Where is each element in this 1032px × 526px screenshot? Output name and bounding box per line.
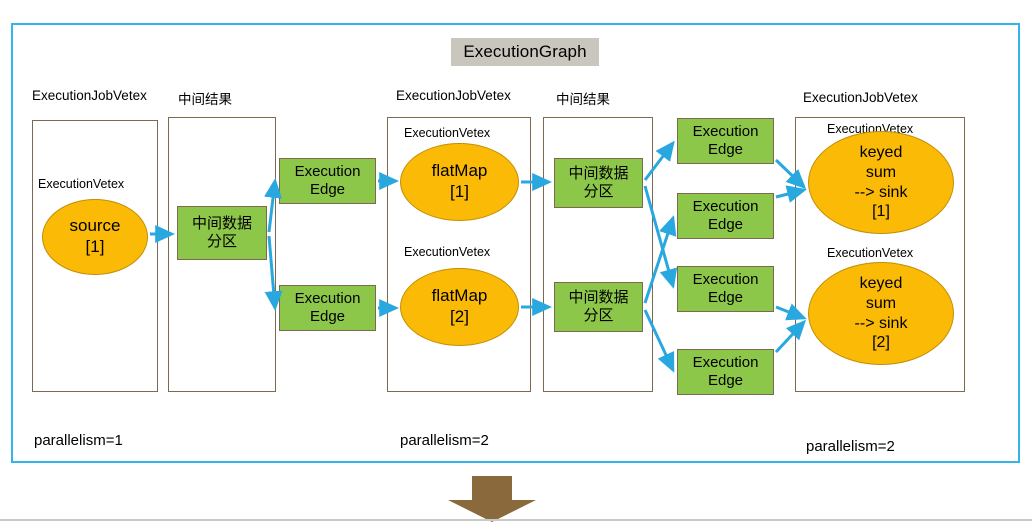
edge-2-line2: Edge [309,308,346,325]
column-caption-3: ExecutionJobVetex [396,88,511,103]
column-caption-2: 中间结果 [178,92,232,107]
vertex-caption-source: ExecutionVetex [38,177,125,191]
vertex-source-line1: source [69,216,121,236]
partition-3-line1: 中间数据 [568,289,629,306]
vertex-source-line2: [1] [85,237,105,256]
execution-edge-2[interactable]: Execution Edge [279,285,376,331]
vertex-flatmap2-line1: flatMap [431,286,488,306]
vertex-sink2-line1: keyed [859,275,903,293]
parallelism-label-1: parallelism=1 [34,432,123,449]
execution-vertex-flatmap-2[interactable]: flatMap [2] [400,268,519,346]
execution-edge-3[interactable]: Execution Edge [677,118,774,164]
column-caption-5: ExecutionJobVetex [803,90,918,105]
execution-vertex-sink-2[interactable]: keyed sum --> sink [2] [808,262,954,365]
edge-1-line2: Edge [309,181,346,198]
vertex-caption-sink-2: ExecutionVetex [827,246,914,260]
vertex-sink2-line3: --> sink [854,314,908,332]
vertex-flatmap2-line2: [2] [450,307,469,326]
page-title: ExecutionGraph [451,38,599,66]
vertex-sink2-line2: sum [865,294,897,312]
column-caption-4: 中间结果 [556,92,610,107]
edge-6-line2: Edge [707,372,744,389]
vertex-sink1-line3: --> sink [854,183,908,201]
edge-2-line1: Execution [294,290,361,307]
vertex-flatmap1-line1: flatMap [431,161,488,181]
edge-4-line2: Edge [707,216,744,233]
partition-1-line1: 中间数据 [191,215,252,232]
partition-2-line2: 分区 [583,183,614,200]
partition-1-line2: 分区 [206,233,237,250]
edge-4-line1: Execution [692,198,759,215]
edge-3-line1: Execution [692,123,759,140]
execution-edge-4[interactable]: Execution Edge [677,193,774,239]
execution-edge-5[interactable]: Execution Edge [677,266,774,312]
edge-5-line2: Edge [707,289,744,306]
partition-3-line2: 分区 [583,307,614,324]
parallelism-label-3: parallelism=2 [806,438,895,455]
execution-vertex-sink-1[interactable]: keyed sum --> sink [1] [808,131,954,234]
edge-5-line1: Execution [692,271,759,288]
bottom-divider [0,519,1032,521]
intermediate-partition-2[interactable]: 中间数据 分区 [554,158,643,208]
vertex-flatmap1-line2: [1] [450,182,469,201]
vertex-sink2-line4: [2] [872,334,890,352]
intermediate-partition-3[interactable]: 中间数据 分区 [554,282,643,332]
vertex-sink1-line4: [1] [872,203,890,221]
edge-6-line1: Execution [692,354,759,371]
execution-edge-6[interactable]: Execution Edge [677,349,774,395]
execution-vertex-flatmap-1[interactable]: flatMap [1] [400,143,519,221]
execution-edge-1[interactable]: Execution Edge [279,158,376,204]
intermediate-partition-1[interactable]: 中间数据 分区 [177,206,267,260]
edge-1-line1: Execution [294,163,361,180]
execution-vertex-source[interactable]: source [1] [42,199,148,275]
vertex-caption-flatmap-1: ExecutionVetex [404,126,491,140]
vertex-caption-flatmap-2: ExecutionVetex [404,245,491,259]
vertex-sink1-line1: keyed [859,144,903,162]
flow-down-arrow [448,476,536,522]
column-caption-1: ExecutionJobVetex [32,88,147,103]
vertex-sink1-line2: sum [865,163,897,181]
partition-2-line1: 中间数据 [568,165,629,182]
edge-3-line2: Edge [707,141,744,158]
parallelism-label-2: parallelism=2 [400,432,489,449]
